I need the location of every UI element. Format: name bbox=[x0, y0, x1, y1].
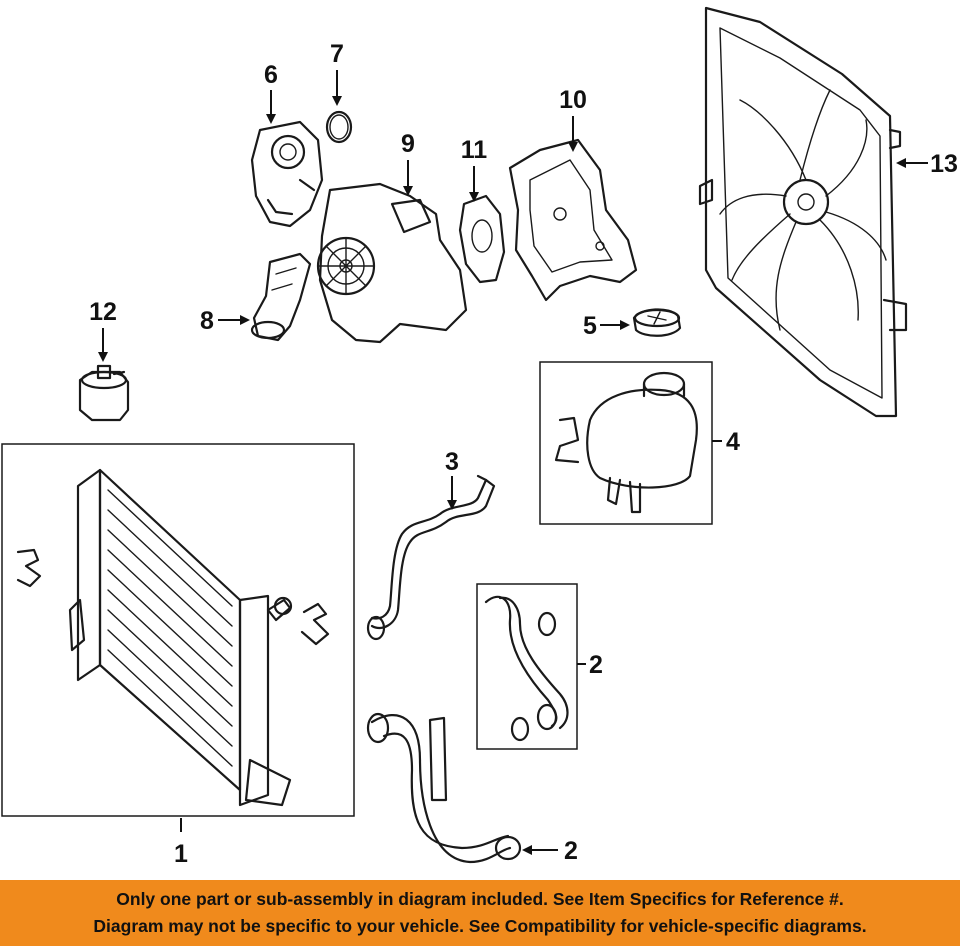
callout-9: 9 bbox=[401, 130, 415, 196]
expansion-tank-part bbox=[539, 361, 713, 525]
hose-kit-group-box bbox=[476, 583, 578, 750]
callout-8-label: 8 bbox=[200, 307, 214, 335]
callout-2b: 2 bbox=[522, 837, 578, 865]
upper-hose-part bbox=[366, 474, 496, 641]
o-ring-part bbox=[325, 110, 353, 144]
radiator-cap-part bbox=[632, 308, 682, 337]
callout-11-label: 11 bbox=[461, 136, 488, 164]
callout-8: 8 bbox=[200, 307, 250, 335]
lower-hose-part bbox=[366, 712, 522, 864]
water-pump-part bbox=[316, 182, 468, 344]
disclaimer-banner: Only one part or sub-assembly in diagram… bbox=[0, 880, 960, 946]
parts-diagram: 1 2 2 3 bbox=[1, 6, 958, 868]
callout-1-label: 1 bbox=[174, 840, 188, 868]
callout-1: 1 bbox=[174, 818, 188, 868]
callout-4: 4 bbox=[712, 428, 740, 456]
radiator-part bbox=[1, 443, 355, 817]
callout-2b-label: 2 bbox=[564, 837, 578, 865]
callout-3: 3 bbox=[445, 448, 459, 510]
callout-10: 10 bbox=[559, 86, 587, 152]
callout-12: 12 bbox=[89, 298, 117, 362]
callout-9-label: 9 bbox=[401, 130, 415, 158]
callout-4-label: 4 bbox=[726, 428, 740, 456]
pump-gasket-part bbox=[458, 194, 506, 284]
hose-kit-part bbox=[476, 583, 578, 750]
callout-2a-label: 2 bbox=[589, 651, 603, 679]
callout-7-label: 7 bbox=[330, 40, 344, 68]
callout-12-label: 12 bbox=[89, 298, 117, 326]
disclaimer-line-2: Diagram may not be specific to your vehi… bbox=[93, 916, 867, 936]
thermostat-housing-part bbox=[250, 120, 324, 228]
callout-6-label: 6 bbox=[264, 61, 278, 89]
callout-11: 11 bbox=[461, 136, 488, 202]
timing-cover-gasket-part bbox=[508, 138, 638, 302]
callout-5-label: 5 bbox=[583, 312, 597, 340]
callout-13-label: 13 bbox=[930, 150, 958, 178]
sensor-part bbox=[78, 364, 130, 422]
callout-10-label: 10 bbox=[559, 86, 587, 114]
callout-2a: 2 bbox=[577, 651, 603, 679]
expansion-tank-group-box bbox=[539, 361, 713, 525]
callout-6: 6 bbox=[264, 61, 278, 124]
callout-13: 13 bbox=[896, 150, 958, 178]
callout-5: 5 bbox=[583, 312, 630, 340]
radiator-group-box bbox=[1, 443, 355, 817]
disclaimer-line-1: Only one part or sub-assembly in diagram… bbox=[116, 889, 844, 909]
outlet-pipe-part bbox=[250, 252, 312, 342]
fan-assembly-part bbox=[698, 6, 908, 418]
callout-7: 7 bbox=[330, 40, 344, 106]
callout-3-label: 3 bbox=[445, 448, 459, 476]
